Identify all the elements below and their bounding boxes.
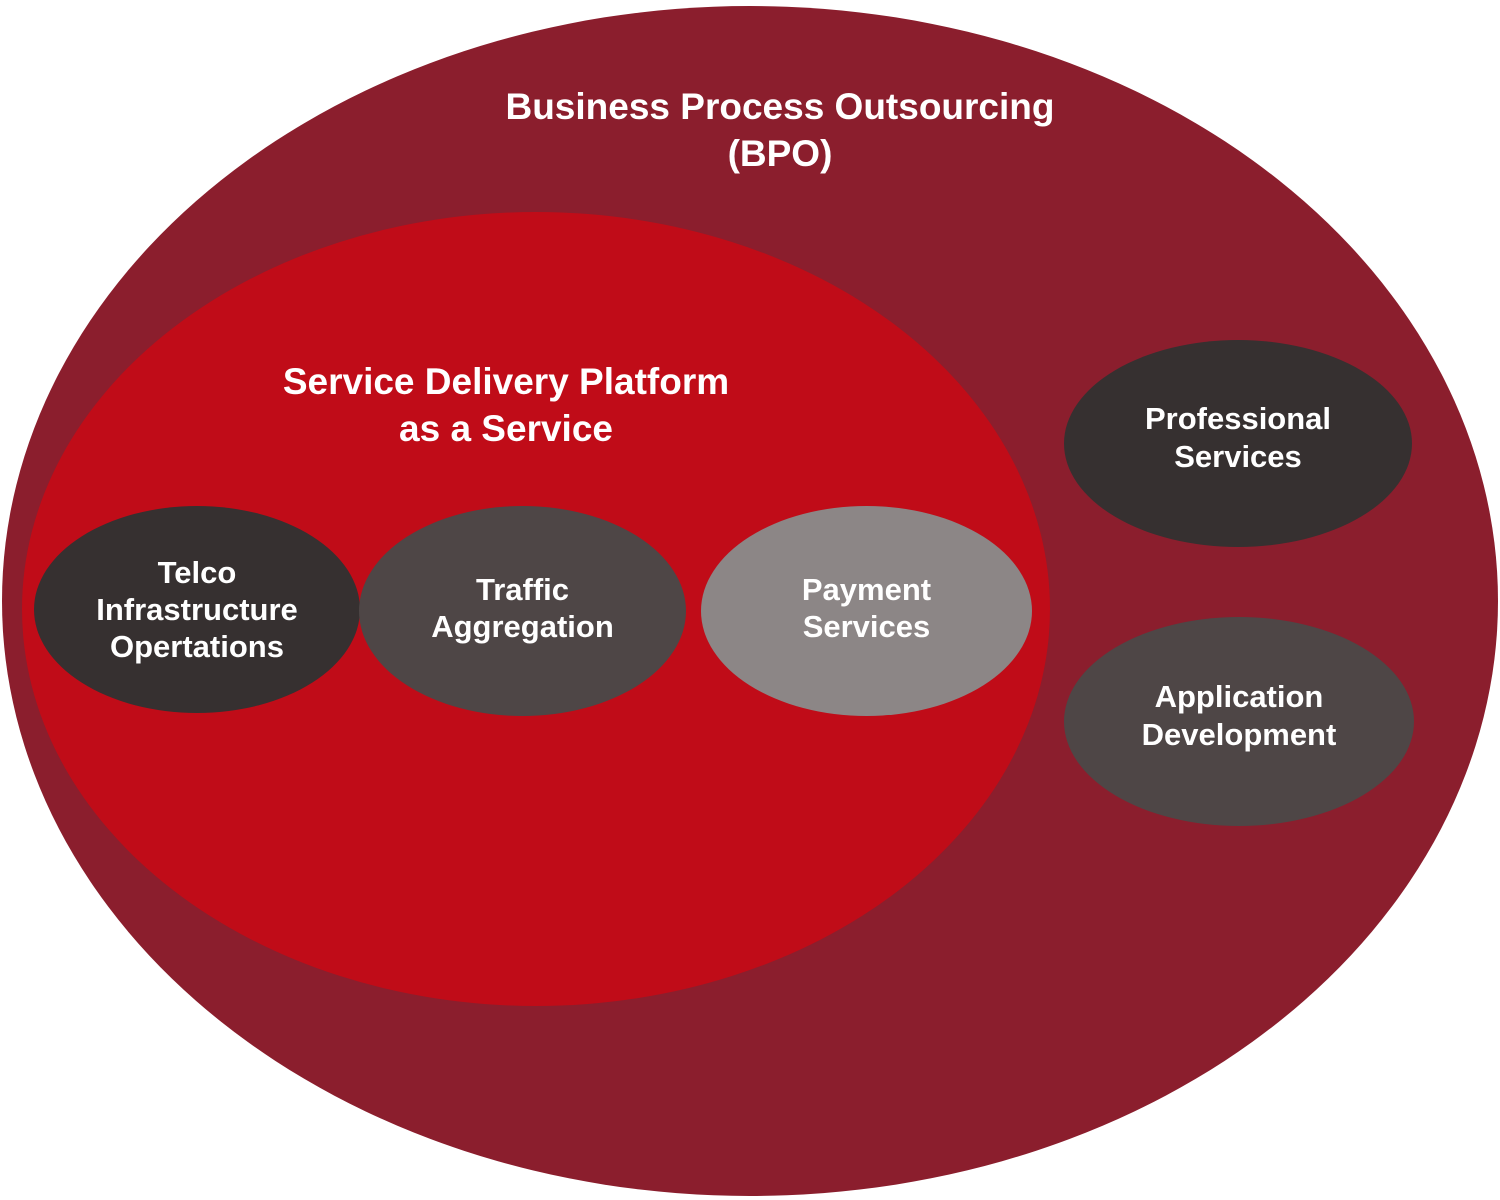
sdp-title: Service Delivery Platform as a Service	[282, 361, 730, 449]
application-development-node: Application Development	[1064, 617, 1414, 826]
professional-services-label: Professional Services	[1144, 401, 1332, 474]
telco-infrastructure-node: Telco Infrastructure Opertations	[34, 506, 360, 713]
payment-services-node: Payment Services	[701, 506, 1032, 716]
telco-infrastructure-label: Telco Infrastructure Opertations	[96, 554, 298, 665]
traffic-aggregation-node: Traffic Aggregation	[359, 506, 686, 716]
payment-services-label: Payment Services	[801, 571, 932, 644]
application-development-label: Application Development	[1141, 679, 1337, 752]
professional-services-node: Professional Services	[1064, 340, 1412, 547]
traffic-aggregation-label: Traffic Aggregation	[431, 571, 614, 644]
bpo-title: Business Process Outsourcing (BPO)	[505, 86, 1055, 174]
